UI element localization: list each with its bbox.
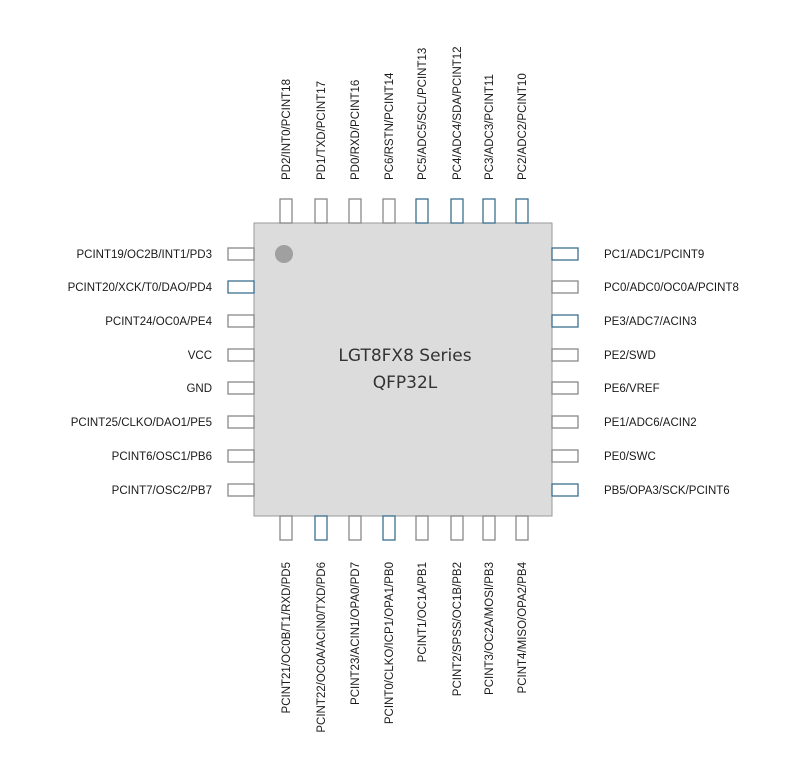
chip-title-line1: LGT8FX8 Series bbox=[338, 346, 471, 366]
pin-label-top-2: PD1/TXD/PCINT17 bbox=[316, 81, 328, 180]
pin-label-left-6: PCINT25/CLKO/DAO1/PE5 bbox=[71, 417, 212, 429]
pin-right-5 bbox=[551, 381, 579, 395]
pin-label-left-7: PCINT6/OSC1/PB6 bbox=[112, 451, 212, 463]
pin-label-top-8: PC2/ADC2/PCINT10 bbox=[517, 73, 529, 180]
pin-label-left-4: VCC bbox=[188, 350, 212, 362]
pin-bottom-8 bbox=[515, 515, 529, 541]
pin-top-2 bbox=[314, 198, 328, 224]
pin-right-7 bbox=[551, 449, 579, 463]
pin-label-left-5: GND bbox=[186, 383, 212, 395]
pin-label-right-2: PC0/ADC0/OC0A/PCINT8 bbox=[604, 282, 739, 294]
pin-right-4 bbox=[551, 348, 579, 362]
pin-label-right-5: PE6/VREF bbox=[604, 383, 660, 395]
pin-label-bottom-2: PCINT22/OC0A/ACIN0/TXD/PD6 bbox=[316, 562, 328, 733]
pin-bottom-6 bbox=[450, 515, 464, 541]
pin-top-6 bbox=[450, 198, 464, 224]
pin-label-right-1: PC1/ADC1/PCINT9 bbox=[604, 249, 704, 261]
pin-label-left-3: PCINT24/OC0A/PE4 bbox=[105, 316, 212, 328]
pin-top-5 bbox=[415, 198, 429, 224]
pin-label-bottom-8: PCINT4/MISO/OPA2/PB4 bbox=[517, 561, 529, 693]
pin-label-bottom-6: PCINT2/SPSS/OC1B/PB2 bbox=[452, 562, 464, 696]
pin-label-top-3: PD0/RXD/PCINT16 bbox=[350, 80, 362, 180]
pin-label-top-4: PC6/RSTN/PCINT14 bbox=[384, 72, 396, 180]
pin-top-4 bbox=[382, 198, 396, 224]
pin-left-1 bbox=[227, 247, 255, 261]
pin-left-2 bbox=[227, 280, 255, 294]
pin-label-top-7: PC3/ADC3/PCINT11 bbox=[484, 74, 496, 180]
pin-bottom-5 bbox=[415, 515, 429, 541]
pin-bottom-3 bbox=[348, 515, 362, 541]
pin-label-left-8: PCINT7/OSC2/PB7 bbox=[112, 485, 212, 497]
pin-bottom-7 bbox=[482, 515, 496, 541]
pin-left-5 bbox=[227, 381, 255, 395]
pin-left-7 bbox=[227, 449, 255, 463]
pin-label-right-8: PB5/OPA3/SCK/PCINT6 bbox=[604, 485, 730, 497]
chip-body bbox=[253, 222, 553, 517]
pin1-indicator-dot bbox=[275, 245, 293, 263]
pin-label-top-6: PC4/ADC4/SDA/PCINT12 bbox=[452, 46, 464, 180]
pin-top-1 bbox=[279, 198, 293, 224]
pin-label-left-2: PCINT20/XCK/T0/DAO/PD4 bbox=[68, 282, 213, 294]
pin-bottom-4 bbox=[382, 515, 396, 541]
chip-title-line2: QFP32L bbox=[373, 373, 438, 393]
pin-label-left-1: PCINT19/OC2B/INT1/PD3 bbox=[77, 249, 212, 261]
pin-top-7 bbox=[482, 198, 496, 224]
pin-label-right-3: PE3/ADC7/ACIN3 bbox=[604, 316, 697, 328]
pin-top-3 bbox=[348, 198, 362, 224]
pin-label-top-5: PC5/ADC5/SCL/PCINT13 bbox=[417, 48, 429, 180]
pin-right-8 bbox=[551, 483, 579, 497]
pin-label-right-7: PE0/SWC bbox=[604, 451, 656, 463]
pin-label-bottom-3: PCINT23/ACIN1/OPA0/PD7 bbox=[350, 562, 362, 705]
pin-label-top-1: PD2/INT0/PCINT18 bbox=[281, 79, 293, 180]
pin-top-8 bbox=[515, 198, 529, 224]
pin-bottom-2 bbox=[314, 515, 328, 541]
pins-layer: PD2/INT0/PCINT18 PD1/TXD/PCINT17 PD0/RXD/P… bbox=[68, 46, 739, 732]
pin-left-6 bbox=[227, 415, 255, 429]
pin-right-6 bbox=[551, 415, 579, 429]
pin-left-4 bbox=[227, 348, 255, 362]
pin-label-right-6: PE1/ADC6/ACIN2 bbox=[604, 417, 697, 429]
pin-right-3 bbox=[551, 314, 579, 328]
pin-label-bottom-5: PCINT1/OC1A/PB1 bbox=[417, 562, 429, 662]
pin-right-2 bbox=[551, 280, 579, 294]
pin-right-1 bbox=[551, 247, 579, 261]
pin-label-bottom-4: PCINT0/CLKO/ICP1/OPA1/PB0 bbox=[384, 562, 396, 724]
pin-label-bottom-7: PCINT3/OC2A/MOSI/PB3 bbox=[484, 562, 496, 695]
pin-left-8 bbox=[227, 483, 255, 497]
pin-label-right-4: PE2/SWD bbox=[604, 350, 656, 362]
pin-bottom-1 bbox=[279, 515, 293, 541]
pin-left-3 bbox=[227, 314, 255, 328]
pin-label-bottom-1: PCINT21/OC0B/T1/RXD/PD5 bbox=[281, 562, 293, 713]
